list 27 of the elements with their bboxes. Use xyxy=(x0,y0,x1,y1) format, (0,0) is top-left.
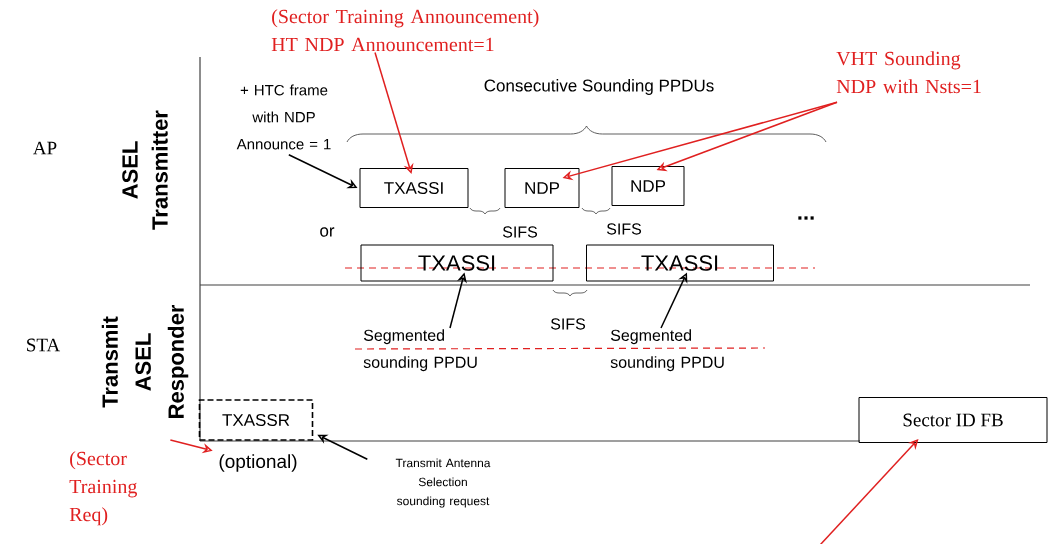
frame-box: Sector ID FB xyxy=(858,397,1048,443)
frame-box: TXASSI xyxy=(586,244,774,282)
role-label: Transmit ASEL Responder xyxy=(101,304,189,418)
frame-box: TXASSR xyxy=(198,399,314,441)
annotation-text: VHT Sounding NDP with Nsts=1 xyxy=(836,51,981,94)
annotation-text: Transmit Antenna Selection sounding request xyxy=(395,458,491,508)
side-label: STA xyxy=(27,338,61,352)
annotation-text: + HTC frame with NDP Announce = 1 xyxy=(236,84,331,150)
note-text: (optional) xyxy=(219,454,297,472)
annotation-text: (Sector Training Announcement) HT NDP Announcement=1 xyxy=(271,9,539,52)
role-label: ASEL Transmitter xyxy=(122,110,168,230)
ellipsis: ... xyxy=(798,216,814,220)
arrow xyxy=(819,439,919,544)
frame-box: TXASSI xyxy=(360,244,554,282)
caption-text: Consecutive Sounding PPDUs xyxy=(484,79,714,95)
sifs-label: SIFS xyxy=(502,226,538,238)
annotation-text: Segmented sounding PPDU xyxy=(363,329,477,372)
frame-box: NDP xyxy=(504,168,580,208)
annotation-text: Segmented sounding PPDU xyxy=(610,329,724,372)
sifs-label: SIFS xyxy=(550,318,586,330)
or-text: or xyxy=(320,227,335,237)
annotation-text: (Sector Training Req) xyxy=(69,451,137,526)
frame-box: NDP xyxy=(611,166,685,206)
frame-box: TXASSI xyxy=(359,168,469,208)
side-label: AP xyxy=(33,141,57,155)
sifs-label: SIFS xyxy=(606,223,642,235)
arrow xyxy=(374,51,414,174)
